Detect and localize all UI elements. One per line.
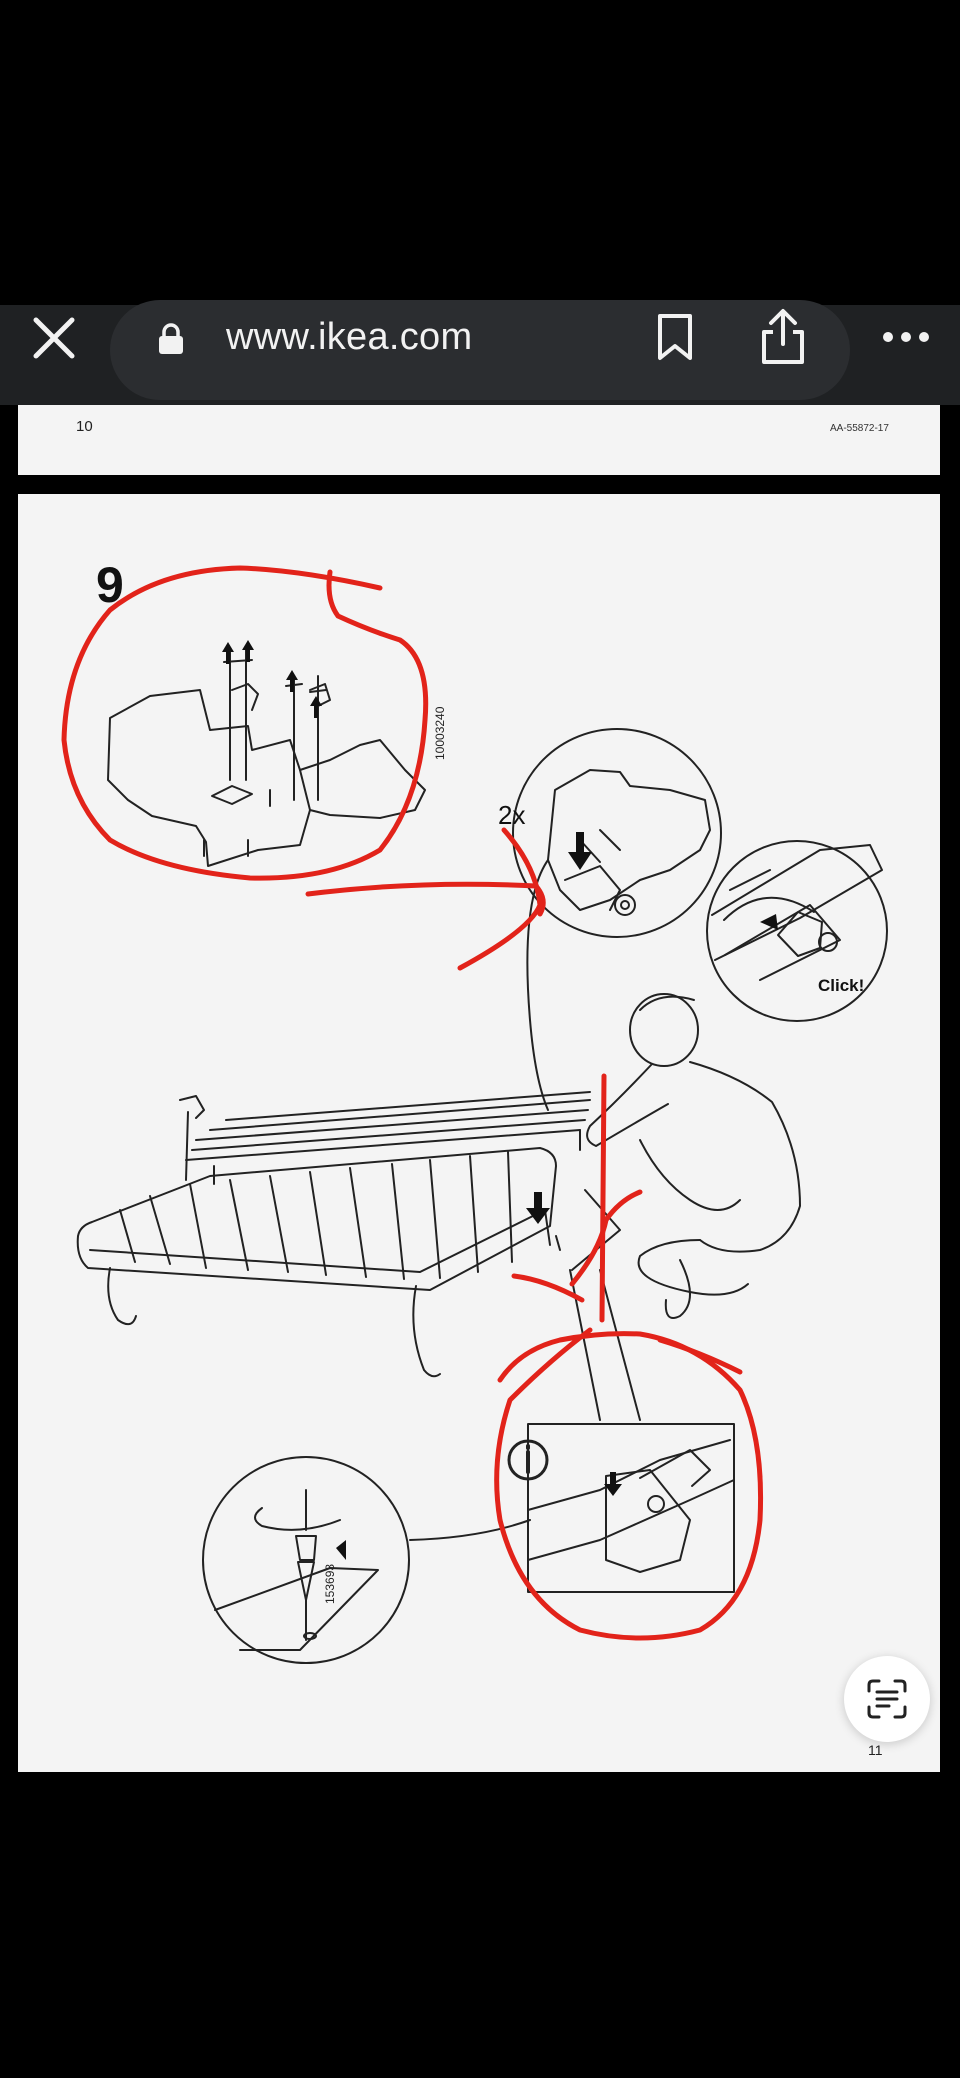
more-button[interactable] (880, 322, 932, 352)
url-text[interactable]: www.ikea.com (226, 316, 473, 358)
lock-icon (156, 322, 186, 356)
document-code: AA-55872-17 (830, 423, 889, 434)
part-code-b: 153693 (323, 1563, 337, 1604)
share-icon (762, 309, 804, 364)
address-bar[interactable] (110, 300, 850, 400)
page-number-right: 11 (868, 1742, 883, 1758)
more-icon (883, 332, 929, 342)
page-number-left: 10 (76, 418, 93, 435)
close-button[interactable] (28, 312, 80, 364)
share-button[interactable] (756, 306, 810, 368)
bookmark-icon (658, 314, 692, 360)
step-number: 9 (96, 557, 124, 613)
live-text-scan-button[interactable] (844, 1656, 930, 1742)
quantity-label: 2x (498, 800, 526, 830)
previous-page (18, 405, 940, 475)
part-code-a: 10003240 (433, 706, 447, 760)
close-icon (33, 317, 75, 359)
click-label: Click! (818, 976, 865, 995)
bookmark-button[interactable] (652, 312, 698, 364)
live-text-scan-icon (867, 1679, 907, 1719)
instruction-page (18, 494, 940, 1772)
